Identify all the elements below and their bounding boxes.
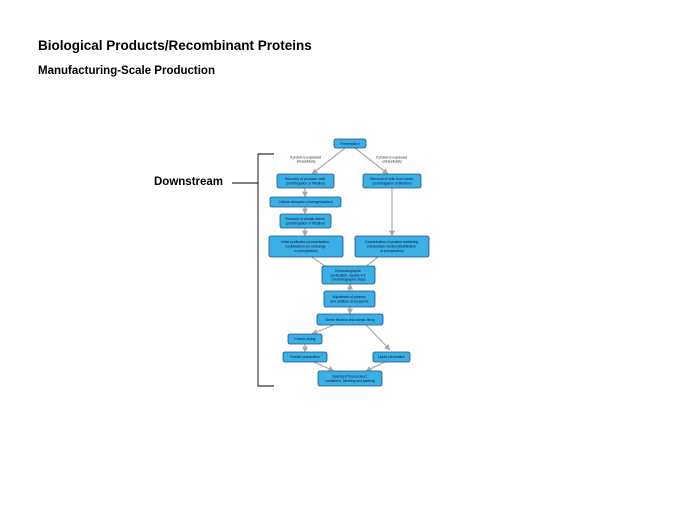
svg-text:Removal of cellular debris: Removal of cellular debris (centrifugati… xyxy=(286,217,326,226)
step-cellular-disruption: Cellular disruption (homogenization) xyxy=(269,196,342,208)
step-removal-cells-from-media: Removal of cells from media (centrifugat… xyxy=(362,173,422,189)
svg-text:Sealing of final product: Sealing of final product containers, lab… xyxy=(325,375,374,384)
page-subtitle: Manufacturing-Scale Production xyxy=(38,65,215,77)
connector xyxy=(354,147,389,175)
svg-text:Liquid preparation: Liquid preparation xyxy=(378,355,405,359)
condition-intracellular: If protein is expressed intracellularly xyxy=(290,156,322,164)
svg-text:Adjustment of potency an: Adjustment of potency and addition of ex… xyxy=(330,295,369,304)
step-powder-preparation: Powder preparation xyxy=(282,351,328,363)
downstream-label: Downstream xyxy=(154,176,224,188)
step-initial-purification: Initial purification (concentration, sol… xyxy=(268,235,344,258)
step-chromatographic-purification: Chromatographic purification, usually 4-… xyxy=(321,265,376,285)
step-removal-cellular-debris: Removal of cellular debris (centrifugati… xyxy=(279,213,332,229)
svg-text:Fermentation: Fermentation xyxy=(340,142,360,146)
step-recovery-producer-cells: Recovery of producer cells (centrifugati… xyxy=(276,173,335,189)
svg-text:Powder preparation: Powder preparation xyxy=(290,355,320,359)
svg-text:Chromatographic purifica: Chromatographic purification, usually 4-… xyxy=(331,269,367,282)
svg-text:Freeze-drying: Freeze-drying xyxy=(295,337,316,341)
step-liquid-preparation: Liquid preparation xyxy=(372,351,411,363)
connector xyxy=(365,324,391,351)
step-fermentation: Fermentation xyxy=(333,138,367,149)
page-title: Biological Products/Recombinant Proteins xyxy=(38,38,312,53)
connector xyxy=(311,147,346,175)
connector xyxy=(311,324,335,335)
downstream-bracket xyxy=(232,153,274,387)
condition-extracellular: If protein is expressed extracellularly xyxy=(376,156,408,164)
step-sealing-final-product: Sealing of final product containers, lab… xyxy=(317,370,383,387)
connector xyxy=(313,361,335,372)
step-concentration-extracellular: Concentration of product containing extr… xyxy=(354,235,430,258)
svg-text:Initial purification (concentr: Initial purification (concentration, sol… xyxy=(281,240,331,253)
connector xyxy=(365,361,386,372)
svg-text:Recovery of producer cells: Recovery of producer cells (centrifugati… xyxy=(285,177,326,186)
step-freeze-drying: Freeze-drying xyxy=(287,333,323,345)
svg-text:Cellular disruption (homogeniz: Cellular disruption (homogenization) xyxy=(278,200,332,204)
step-sterile-filtration: Sterile filtration and aseptic filling xyxy=(316,313,384,326)
svg-text:Sterile filtration and aseptic: Sterile filtration and aseptic filling xyxy=(325,318,374,322)
svg-text:Concentration of product conta: Concentration of product containing extr… xyxy=(365,240,420,253)
svg-text:Removal of cells from media: Removal of cells from media (centrifugat… xyxy=(370,177,414,186)
step-adjustment-potency: Adjustment of potency and addition of ex… xyxy=(323,290,376,308)
